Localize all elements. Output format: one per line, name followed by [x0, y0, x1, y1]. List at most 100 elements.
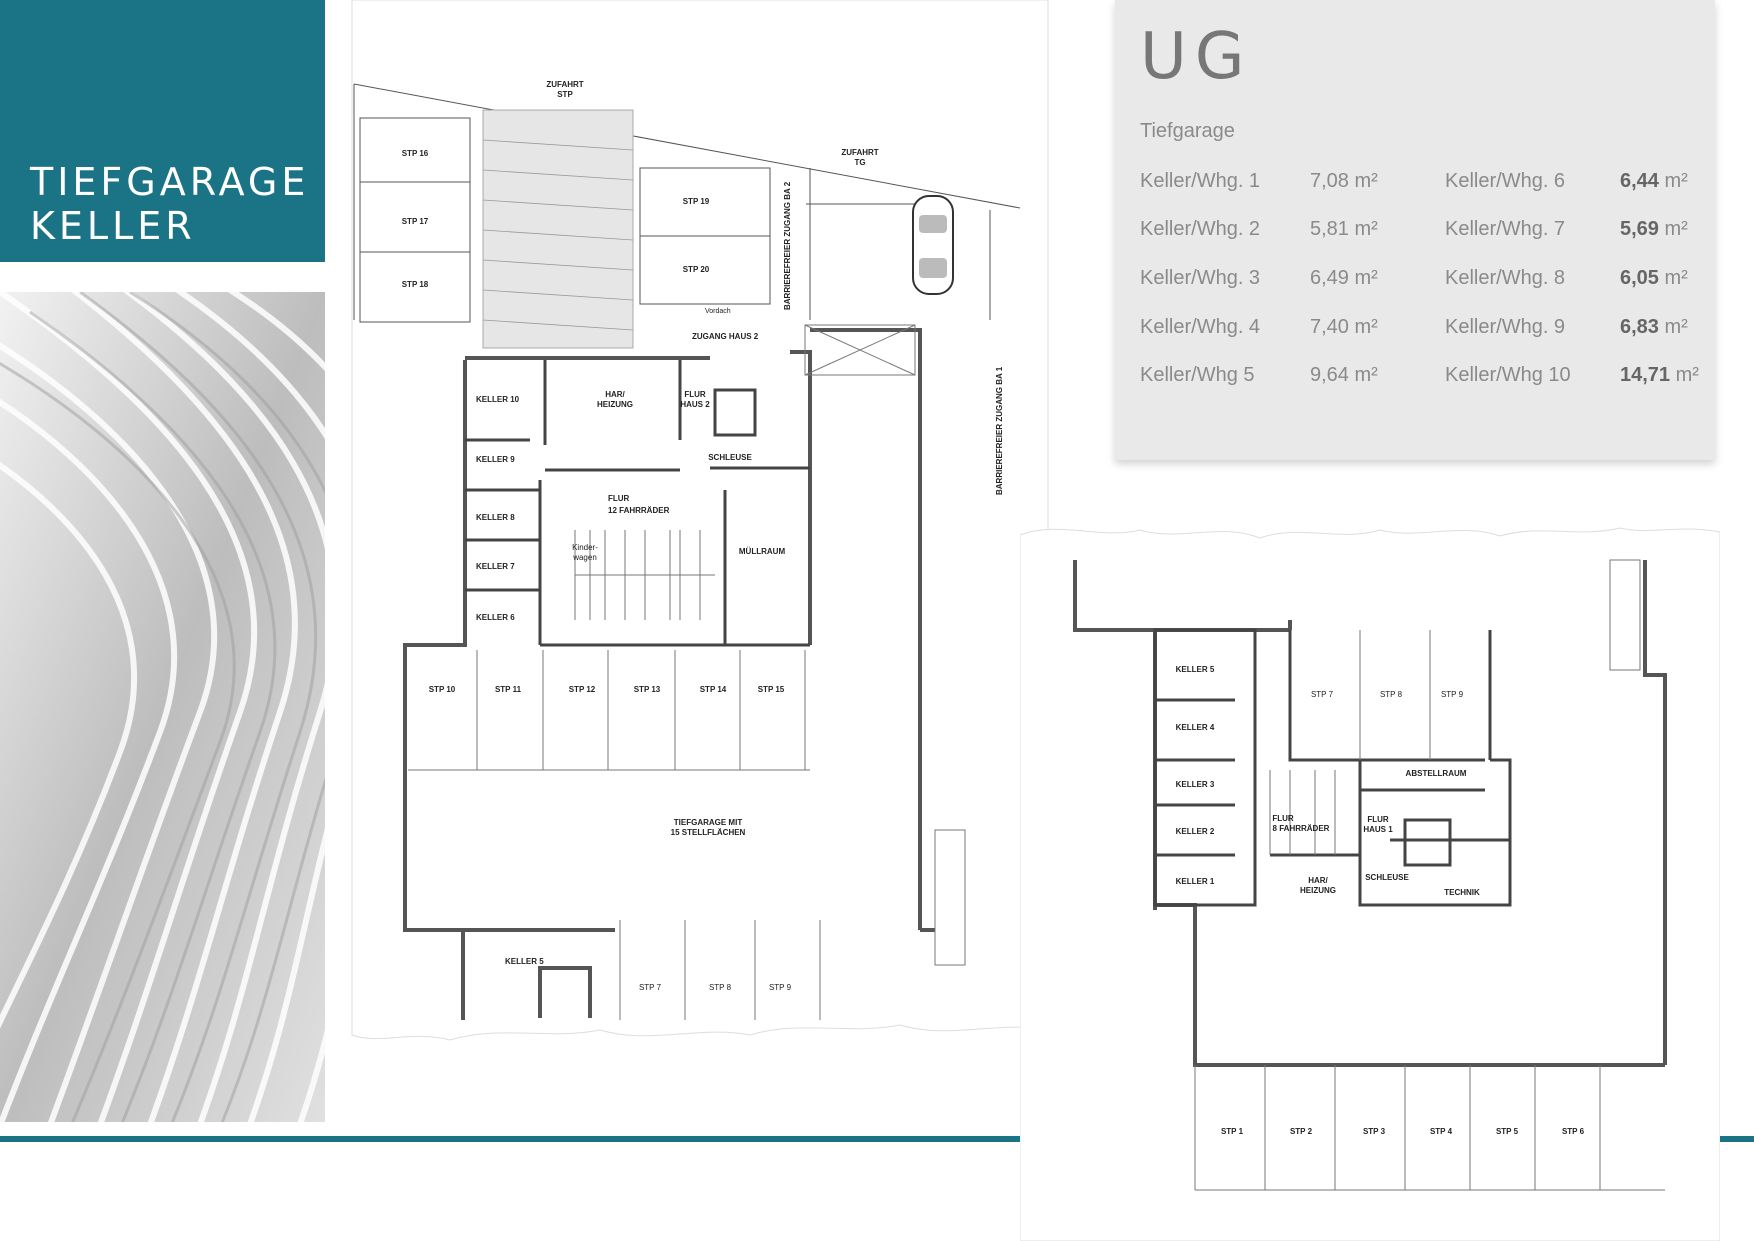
label-tiefgarage: TIEFGARAGE MIT — [674, 818, 743, 827]
label-stp18: STP 18 — [402, 280, 429, 289]
label-keller6: KELLER 6 — [476, 613, 515, 622]
label-keller1: KELLER 1 — [1176, 877, 1215, 886]
label-stp12: STP 12 — [569, 685, 596, 694]
label-flur-haus1: FLUR — [1367, 815, 1389, 824]
row-value-r5: 14,71 m² — [1620, 364, 1699, 387]
label-stp2: STP 2 — [1290, 1127, 1313, 1136]
row-label-l5: Keller/Whg 5 — [1140, 364, 1255, 386]
label-stp19: STP 19 — [683, 197, 710, 206]
row-label-l1: Keller/Whg. 1 — [1140, 170, 1261, 192]
row-label-r3: Keller/Whg. 8 — [1445, 267, 1566, 289]
label-zufahrt-tg: ZUFAHRT — [841, 148, 878, 157]
label-barrierefrei-ba1: BARRIEREFREIER ZUGANG BA 1 — [995, 366, 1004, 495]
row-label-l3: Keller/Whg. 3 — [1140, 267, 1261, 289]
label-flur-haus2: FLUR — [684, 390, 706, 399]
row-value-r3: 6,05 m² — [1620, 267, 1688, 290]
label-heizung: HEIZUNG — [597, 400, 633, 409]
row-value-r2-unit: m² — [1664, 218, 1688, 240]
label-zufahrt-stp: ZUFAHRT — [546, 80, 583, 89]
row-value-l5: 9,64 m² — [1310, 364, 1378, 386]
label-stp4: STP 4 — [1430, 1127, 1453, 1136]
row-label-r4: Keller/Whg. 9 — [1445, 316, 1566, 338]
stp-row-labels: STP 10 STP 11 STP 12 STP 13 STP 14 STP 1… — [429, 685, 785, 694]
row-value-r1-num: 6,44 — [1620, 170, 1659, 192]
label-flur-haus1-2: HAUS 1 — [1363, 825, 1393, 834]
title-box: TIEFGARAGE KELLER — [0, 0, 325, 262]
label-keller8: KELLER 8 — [476, 513, 515, 522]
row-value-r1: 6,44 m² — [1620, 170, 1688, 193]
level-heading: UG — [1140, 20, 1253, 94]
title-line-1: TIEFGARAGE — [30, 160, 310, 204]
label-stp16: STP 16 — [402, 149, 429, 158]
label-keller10: KELLER 10 — [476, 395, 520, 404]
row-value-r5-num: 14,71 — [1620, 364, 1671, 386]
label-flur-fahrraeder: 8 FAHRRÄDER — [1273, 824, 1330, 833]
row-value-r2: 5,69 m² — [1620, 218, 1688, 241]
row-value-r4-num: 6,83 — [1620, 316, 1659, 338]
row-value-l3: 6,49 m² — [1310, 267, 1378, 289]
label-keller4: KELLER 4 — [1176, 723, 1215, 732]
label-stp17: STP 17 — [402, 217, 429, 226]
label-keller2: KELLER 2 — [1176, 827, 1215, 836]
label-stp7: STP 7 — [639, 983, 662, 992]
label-stp5: STP 5 — [1496, 1127, 1519, 1136]
bottom-accent-line — [0, 1136, 1754, 1142]
label-har: HAR/ — [605, 390, 625, 399]
label-stp7: STP 7 — [1311, 690, 1334, 699]
label-flur-haus2-2: HAUS 2 — [680, 400, 710, 409]
row-label-r1: Keller/Whg. 6 — [1445, 170, 1566, 192]
row-value-r2-num: 5,69 — [1620, 218, 1659, 240]
row-label-l4: Keller/Whg. 4 — [1140, 316, 1261, 338]
wave-decoration-image — [0, 292, 325, 1122]
label-stp8: STP 8 — [1380, 690, 1403, 699]
row-value-l1: 7,08 m² — [1310, 170, 1378, 192]
floor-plan-main: ZUFAHRT STP ZUFAHRT TG Vordach ZUGANG HA… — [351, 0, 1049, 1041]
row-label-r2: Keller/Whg. 7 — [1445, 218, 1566, 240]
label-stp9: STP 9 — [769, 983, 792, 992]
row-label-r5: Keller/Whg 10 — [1445, 364, 1571, 386]
row-value-r5-unit: m² — [1675, 364, 1699, 386]
label-stp8: STP 8 — [709, 983, 732, 992]
floor-plan-haus-1: KELLER 5 KELLER 4 KELLER 3 KELLER 2 KELL… — [1020, 527, 1720, 1241]
row-label-l2: Keller/Whg. 2 — [1140, 218, 1261, 240]
row-value-r3-num: 6,05 — [1620, 267, 1659, 289]
label-kinderwagen-2: wagen — [572, 553, 597, 562]
title-line-2: KELLER — [30, 204, 196, 248]
level-subtitle: Tiefgarage — [1140, 120, 1235, 142]
label-stp6: STP 6 — [1562, 1127, 1585, 1136]
label-stp1: STP 1 — [1221, 1127, 1244, 1136]
row-value-r3-unit: m² — [1664, 267, 1688, 289]
row-value-l2: 5,81 m² — [1310, 218, 1378, 240]
label-keller9: KELLER 9 — [476, 455, 515, 464]
label-stp20: STP 20 — [683, 265, 710, 274]
label-zufahrt-stp-2: STP — [557, 90, 573, 99]
label-stp9: STP 9 — [1441, 690, 1464, 699]
label-abstellraum: ABSTELLRAUM — [1406, 769, 1467, 778]
row-value-r4-unit: m² — [1664, 316, 1688, 338]
row-value-r1-unit: m² — [1664, 170, 1688, 192]
label-vordach: Vordach — [705, 308, 731, 315]
label-muellraum: MÜLLRAUM — [739, 547, 786, 556]
label-stp15: STP 15 — [758, 685, 785, 694]
label-technik: TECHNIK — [1444, 888, 1480, 897]
label-flur: FLUR — [1272, 814, 1294, 823]
label-flur: FLUR — [608, 494, 630, 503]
stp-bottom-labels: STP 1 STP 2 STP 3 STP 4 STP 5 STP 6 — [1221, 1127, 1585, 1136]
label-flur-fahrraeder: 12 FAHRRÄDER — [608, 506, 670, 515]
label-keller7: KELLER 7 — [476, 562, 515, 571]
row-value-r4: 6,83 m² — [1620, 316, 1688, 339]
label-stp14: STP 14 — [700, 685, 727, 694]
label-kinderwagen: Kinder- — [572, 543, 598, 552]
label-keller3: KELLER 3 — [1176, 780, 1215, 789]
label-stp10: STP 10 — [429, 685, 456, 694]
label-schleuse: SCHLEUSE — [708, 453, 752, 462]
label-keller5: KELLER 5 — [505, 957, 544, 966]
label-schleuse: SCHLEUSE — [1365, 873, 1409, 882]
label-keller5: KELLER 5 — [1176, 665, 1215, 674]
label-stellflaechen: 15 STELLFLÄCHEN — [671, 828, 746, 837]
label-har: HAR/ — [1308, 876, 1328, 885]
label-zufahrt-tg-2: TG — [854, 158, 865, 167]
label-stp11: STP 11 — [495, 685, 522, 694]
row-value-l4: 7,40 m² — [1310, 316, 1378, 338]
car-icon — [912, 195, 954, 295]
